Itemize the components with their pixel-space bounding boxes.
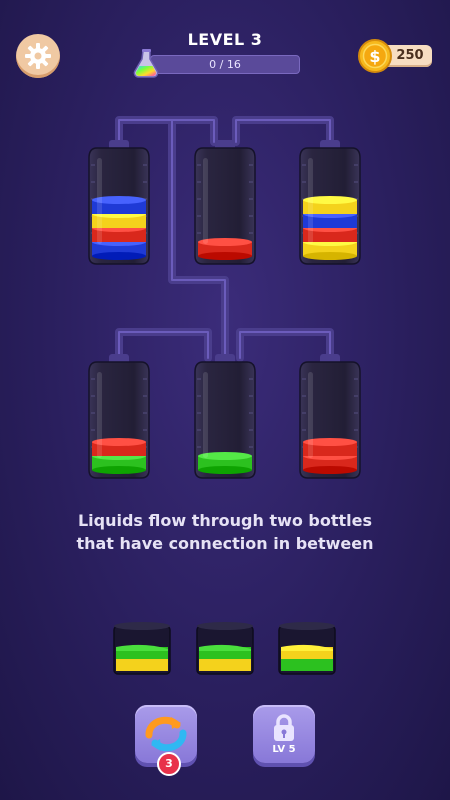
bottle-4[interactable]	[88, 354, 150, 479]
cup-layer-yellow	[116, 659, 168, 671]
bottle-6[interactable]	[299, 354, 361, 479]
bottle-2[interactable]	[194, 140, 256, 265]
progress-bar: 0 / 16	[150, 55, 300, 74]
bottle-1[interactable]	[88, 140, 150, 265]
settings-button[interactable]	[16, 34, 60, 78]
shuffle-button[interactable]	[135, 705, 197, 763]
hint-line-2: that have connection in between	[76, 534, 374, 553]
bottle-3[interactable]	[299, 140, 361, 265]
shuffle-count-badge: 3	[157, 752, 181, 776]
bottles-group	[88, 140, 361, 479]
hint-line-1: Liquids flow through two bottles	[77, 511, 373, 530]
progress-text: 0 / 16	[209, 58, 241, 71]
cup-2[interactable]	[196, 622, 254, 675]
shuffle-arrows-icon	[145, 716, 187, 752]
cup-layer-yellow	[199, 659, 251, 671]
hint-text: Liquids flow through two bottles that ha…	[40, 509, 410, 555]
locked-level-label: LV 5	[272, 744, 296, 755]
liquid-layer-yellow	[303, 196, 357, 214]
liquid-layer-green	[198, 452, 252, 474]
liquid-layer-blue	[92, 196, 146, 214]
target-cups	[113, 622, 336, 675]
bottle-5[interactable]	[194, 354, 256, 479]
padlock-icon	[274, 714, 294, 741]
gear-icon	[25, 43, 51, 69]
bottle-body	[194, 147, 256, 265]
puzzle-board	[88, 116, 361, 479]
dollar-coin-icon: $	[358, 39, 392, 73]
cup-layer-green	[281, 659, 333, 671]
locked-booster-button[interactable]: LV 5	[253, 705, 315, 763]
liquid-layer-red	[198, 238, 252, 260]
cup-1[interactable]	[113, 622, 171, 675]
svg-text:$: $	[369, 47, 380, 66]
liquid-layer-red	[303, 438, 357, 456]
liquid-layer-red	[92, 438, 146, 456]
potion-flask-icon	[133, 49, 159, 78]
bottle-body	[194, 361, 256, 479]
cup-3[interactable]	[278, 622, 336, 675]
level-title: LEVEL 3	[187, 30, 263, 49]
coin-count: 250	[396, 48, 424, 63]
